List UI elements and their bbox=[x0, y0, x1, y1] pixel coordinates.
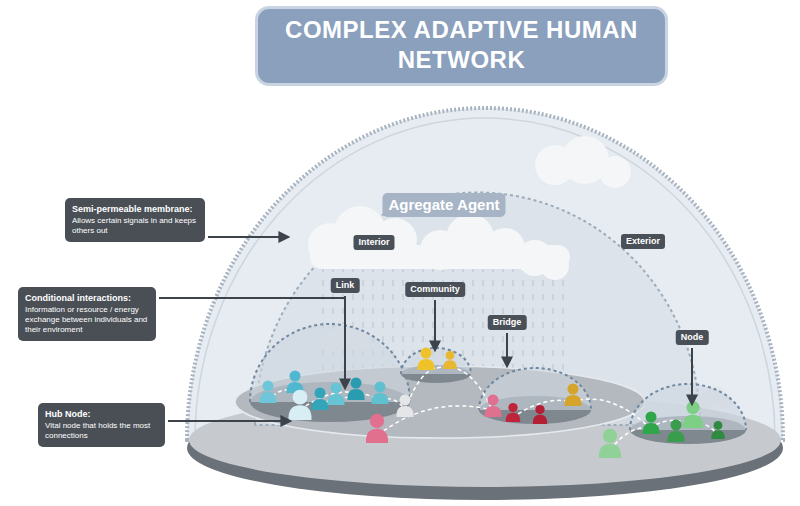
element-tag: Link bbox=[331, 278, 360, 293]
callout-box: Conditional interactions:Information or … bbox=[18, 287, 156, 341]
callout-box: Semi-permeable membrane:Allows certain s… bbox=[65, 198, 205, 242]
node-heading: Semi-permeable membrane: bbox=[72, 203, 198, 215]
title-banner: COMPLEX ADAPTIVE HUMAN NETWORK bbox=[255, 6, 668, 86]
node-heading: Conditional interactions: bbox=[25, 292, 149, 304]
node-heading: Interior bbox=[358, 237, 389, 248]
node-heading: Exterior bbox=[626, 236, 660, 247]
node-heading: Community bbox=[410, 284, 460, 295]
node-heading: Node bbox=[681, 332, 704, 343]
node-heading: Bridge bbox=[493, 317, 522, 328]
element-tag: Community bbox=[405, 282, 465, 297]
element-tag: Bridge bbox=[488, 315, 527, 330]
region-tag: Exterior bbox=[621, 234, 665, 249]
node-body: Allows certain signals in and keeps othe… bbox=[72, 216, 198, 236]
node-body: Information or resource / energy exchang… bbox=[25, 305, 149, 335]
callout-box: Hub Node:Vital node that holds the most … bbox=[38, 403, 165, 447]
node-heading: Agregate Agent bbox=[388, 196, 499, 214]
node-heading: Link bbox=[336, 280, 355, 291]
node-body: Vital node that holds the most connectio… bbox=[45, 421, 158, 441]
node-heading: Hub Node: bbox=[45, 408, 158, 420]
aggregate-agent-box: Agregate Agent bbox=[382, 193, 505, 217]
element-tag: Node bbox=[676, 330, 709, 345]
region-tag: Interior bbox=[353, 235, 394, 250]
